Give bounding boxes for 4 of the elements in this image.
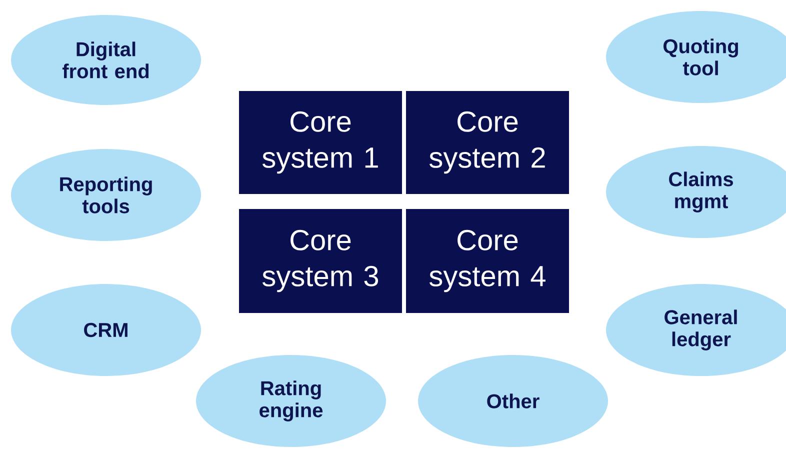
core-system-box: Core system 1 [239, 91, 402, 194]
core-system-box: Core system 3 [239, 209, 402, 313]
core-system-box: Core system 4 [406, 209, 569, 313]
core-system-box: Core system 2 [406, 91, 569, 194]
